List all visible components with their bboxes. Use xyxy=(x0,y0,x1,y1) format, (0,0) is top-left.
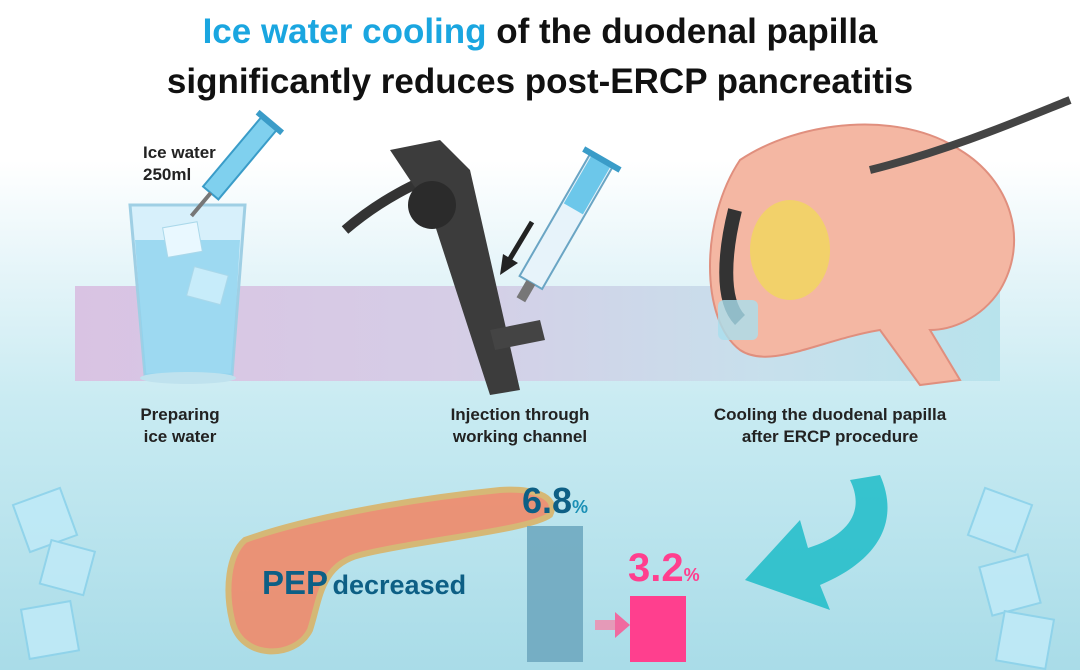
ice-water-label: Ice water 250ml xyxy=(143,142,216,186)
unit: % xyxy=(683,565,700,585)
ice-water-volume: 250ml xyxy=(143,165,192,184)
decrease-arrow-icon xyxy=(595,612,630,638)
big-teal-arrow-icon xyxy=(745,475,888,610)
pep-decreased-label: PEP decreased xyxy=(262,564,466,602)
step-injection: Injection through working channel xyxy=(410,404,630,448)
before-value: 6.8 xyxy=(522,480,573,521)
title-rest: of the duodenal papilla xyxy=(486,12,878,51)
pep-word: PEP xyxy=(262,564,329,601)
step-cooling: Cooling the duodenal papilla after ERCP p… xyxy=(680,404,980,448)
title-line-2: significantly reduces post-ERCP pancreat… xyxy=(166,62,914,101)
duodenum-illustration xyxy=(709,96,1072,387)
ice-water-glass-illustration xyxy=(128,203,247,384)
decreased-word: decreased xyxy=(332,570,467,600)
syringe-icon xyxy=(516,146,622,303)
title-line-1: Ice water cooling of the duodenal papill… xyxy=(0,14,1080,49)
bar-after xyxy=(630,596,686,662)
step-line: Injection through xyxy=(450,405,590,424)
after-value-label: 3.2% xyxy=(628,548,700,588)
step-line: Preparing xyxy=(140,405,220,424)
endoscope-illustration xyxy=(341,140,545,395)
unit: % xyxy=(572,497,589,517)
step-line: working channel xyxy=(452,427,588,446)
step-line: after ERCP procedure xyxy=(741,427,919,446)
ice-water-label-line1: Ice water xyxy=(143,143,216,162)
injection-arrow-icon xyxy=(505,220,535,264)
after-value: 3.2 xyxy=(628,546,684,590)
step-line: Cooling the duodenal papilla xyxy=(713,405,947,424)
syringe-icon xyxy=(189,109,285,218)
pancreas-illustration xyxy=(225,486,555,655)
ice-cube-icon xyxy=(11,486,1056,670)
title-highlight: Ice water cooling xyxy=(202,12,487,51)
step-preparing: Preparing ice water xyxy=(110,404,250,448)
before-value-label: 6.8% xyxy=(522,483,588,519)
bar-before xyxy=(527,526,583,662)
step-line: ice water xyxy=(143,427,217,446)
